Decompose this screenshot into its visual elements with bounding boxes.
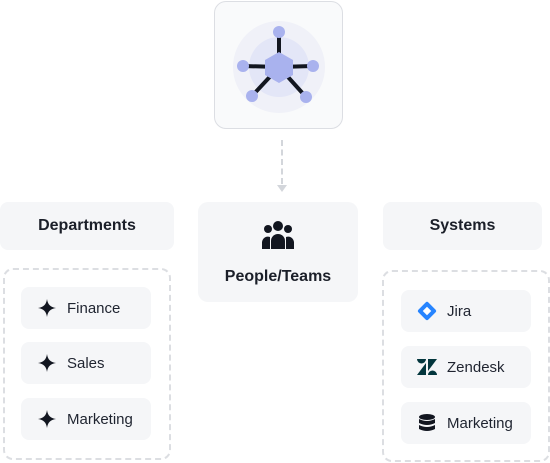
departments-header: Departments <box>0 202 174 250</box>
list-item-label: Zendesk <box>447 358 505 376</box>
list-item-label: Marketing <box>447 414 513 432</box>
list-item-jira: Jira <box>401 290 531 332</box>
sparkle-icon <box>37 409 57 429</box>
list-item-label: Jira <box>447 302 472 320</box>
list-item-finance: Finance <box>21 287 151 329</box>
departments-title: Departments <box>38 217 136 234</box>
list-item-sales: Sales <box>21 342 151 384</box>
list-item-marketing: Marketing <box>21 398 151 440</box>
database-icon <box>417 413 437 433</box>
zendesk-icon <box>417 357 437 377</box>
arrow-down-icon <box>277 185 287 192</box>
network-hub-icon <box>233 21 325 113</box>
sparkle-icon <box>37 298 57 318</box>
systems-header: Systems <box>383 202 542 250</box>
systems-title: Systems <box>429 217 496 234</box>
people-icon <box>262 221 294 249</box>
list-item-label: Marketing <box>67 410 133 428</box>
people-teams-label: People/Teams <box>224 268 332 285</box>
list-item-label: Sales <box>67 354 105 372</box>
people-teams-card: People/Teams <box>198 202 358 302</box>
list-item-label: Finance <box>67 299 121 317</box>
list-item-zendesk: Zendesk <box>401 346 531 388</box>
hub-card <box>214 1 343 129</box>
jira-icon <box>417 301 437 321</box>
connector-line <box>281 140 283 184</box>
sparkle-icon <box>37 353 57 373</box>
list-item-marketing-system: Marketing <box>401 402 531 444</box>
